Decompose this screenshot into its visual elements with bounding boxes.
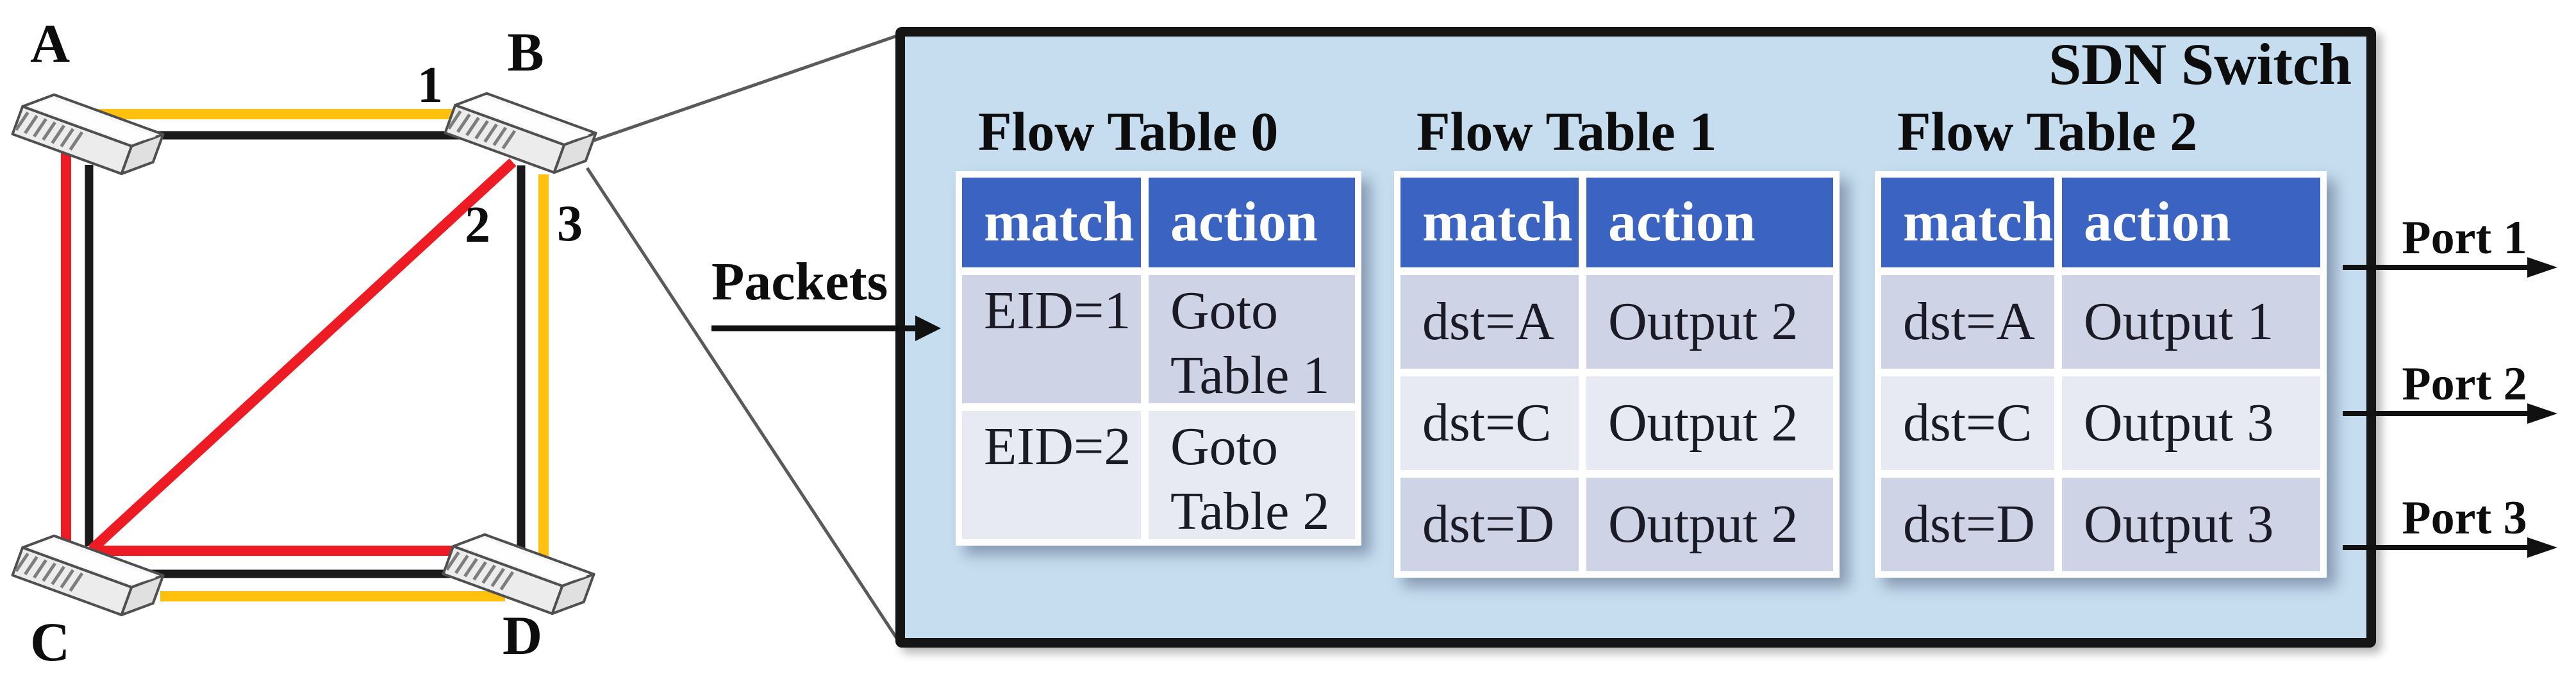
flow-table-1-row-0-action: Output 2 [1586, 275, 1833, 369]
flow-table-0-title: Flow Table 0 [978, 101, 1279, 162]
packets-label: Packets [711, 252, 888, 312]
port-1-label: Port 1 [2402, 212, 2527, 264]
flow-table-2-header-action: action [2062, 178, 2320, 267]
flow-table-1-row-1-match: dst=C [1400, 376, 1579, 470]
node-label-a: A [29, 13, 71, 74]
flow-table-2-grid: match action dst=A Output 1 dst=C Output… [1875, 171, 2327, 578]
flow-table-1-grid: match action dst=A Output 2 dst=C Output… [1394, 171, 1840, 578]
port-number-3: 3 [557, 196, 583, 252]
port-number-2: 2 [465, 197, 490, 253]
flow-table-1-title: Flow Table 1 [1417, 101, 1717, 162]
flow-table-2-row-2-match: dst=D [1881, 478, 2054, 571]
flow-table-0-header-match: match [962, 178, 1141, 267]
flow-table-2-row-0-match: dst=A [1881, 275, 2054, 369]
flow-table-1-row-2-match: dst=D [1400, 478, 1579, 571]
flow-table-0-header-action: action [1149, 178, 1355, 267]
flow-table-1: Flow Table 1 match action dst=A Output 2… [1394, 101, 1840, 578]
flow-table-1-header-match: match [1400, 178, 1579, 267]
flow-table-0-grid: match action EID=1 Goto Table 1 EID=2 Go… [956, 171, 1361, 546]
flow-table-0: Flow Table 0 match action EID=1 Goto Tab… [956, 101, 1361, 546]
port-number-1: 1 [417, 57, 443, 113]
flow-table-0-row-0-action: Goto Table 1 [1149, 275, 1355, 405]
flow-table-2: Flow Table 2 match action dst=A Output 1… [1875, 101, 2327, 578]
flow-table-2-header-match: match [1881, 178, 2054, 267]
node-label-b: B [507, 21, 544, 83]
flow-table-2-row-0-action: Output 1 [2062, 275, 2320, 369]
node-label-d: D [502, 605, 543, 666]
flow-table-2-row-1-match: dst=C [1881, 376, 2054, 470]
sdn-switch-title: SDN Switch [2048, 31, 2352, 97]
node-label-c: C [29, 611, 71, 673]
flow-table-0-row-1-match: EID=2 [962, 411, 1141, 539]
flow-table-1-row-2-action: Output 2 [1586, 478, 1833, 571]
link-b-c-red [88, 158, 517, 553]
flow-table-1-header-action: action [1586, 178, 1833, 267]
port-2-label: Port 2 [2402, 358, 2527, 410]
flow-table-0-row-1-action: Goto Table 2 [1149, 411, 1355, 541]
flow-table-0-row-0-match: EID=1 [962, 275, 1141, 403]
zoom-guide-upper [584, 33, 899, 146]
flow-table-2-row-1-action: Output 3 [2062, 376, 2320, 470]
port-3-label: Port 3 [2402, 492, 2527, 544]
flow-table-1-row-1-action: Output 2 [1586, 376, 1833, 470]
flow-table-2-row-2-action: Output 3 [2062, 478, 2320, 571]
zoom-guide-lower [585, 167, 901, 642]
flow-table-1-row-0-match: dst=A [1400, 275, 1579, 369]
flow-table-2-title: Flow Table 2 [1897, 101, 2198, 162]
